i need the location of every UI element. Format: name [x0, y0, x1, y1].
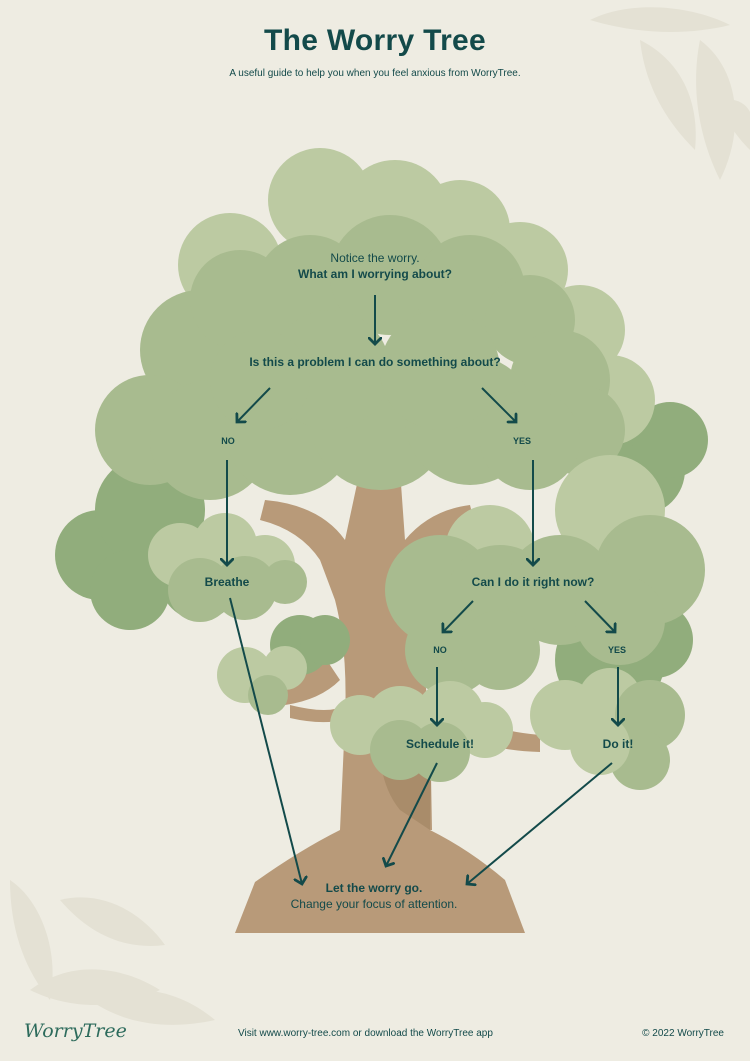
- label-question-problem: Is this a problem I can do something abo…: [249, 355, 501, 369]
- arrow-now-to-yes: [584, 600, 615, 632]
- label-schedule-it: Schedule it!: [405, 737, 475, 751]
- page-title: The Worry Tree: [263, 24, 487, 57]
- arrow-now-to-no: [443, 600, 474, 632]
- foliage-main-mid: [95, 215, 625, 500]
- label-do-it: Do it!: [602, 737, 634, 751]
- arrow-problem-to-yes: [481, 387, 516, 422]
- label-no-second: NO: [433, 645, 447, 655]
- label-no-first: NO: [221, 436, 235, 446]
- label-question-now: Can I do it right now?: [471, 575, 595, 589]
- label-what-worrying: What am I worrying about?: [297, 267, 453, 281]
- label-notice-worry: Notice the worry.: [330, 251, 420, 265]
- foliage-small-left-cluster: [217, 646, 307, 715]
- worrytree-logo: WorryTree: [24, 1020, 127, 1042]
- label-breathe: Breathe: [204, 575, 250, 589]
- footer: WorryTree Visit www.worry-tree.com or do…: [0, 1020, 750, 1050]
- foliage-breathe-cluster: [148, 513, 307, 622]
- arrow-problem-to-no: [237, 387, 271, 422]
- arrow-doit-to-letgo: [467, 762, 613, 884]
- footer-copyright: © 2022 WorryTree: [642, 1028, 724, 1039]
- ground-mound: [235, 830, 525, 933]
- footer-visit-link[interactable]: Visit www.worry-tree.com or download the…: [238, 1028, 493, 1039]
- arrow-schedule-to-letgo: [386, 762, 438, 866]
- foliage-schedule-cluster: [330, 681, 513, 782]
- foliage-right-cluster: [385, 455, 705, 695]
- label-change-focus: Change your focus of attention.: [290, 897, 458, 911]
- label-yes-first: YES: [512, 436, 532, 446]
- label-yes-second: YES: [607, 645, 627, 655]
- arrow-breathe-to-letgo: [229, 597, 302, 884]
- page-subtitle: A useful guide to help you when you feel…: [229, 68, 521, 79]
- foliage-doit-cluster: [530, 668, 685, 790]
- flow-arrows: [227, 295, 618, 884]
- label-let-worry-go: Let the worry go.: [325, 881, 423, 895]
- header: The Worry Tree A useful guide to help yo…: [0, 0, 750, 79]
